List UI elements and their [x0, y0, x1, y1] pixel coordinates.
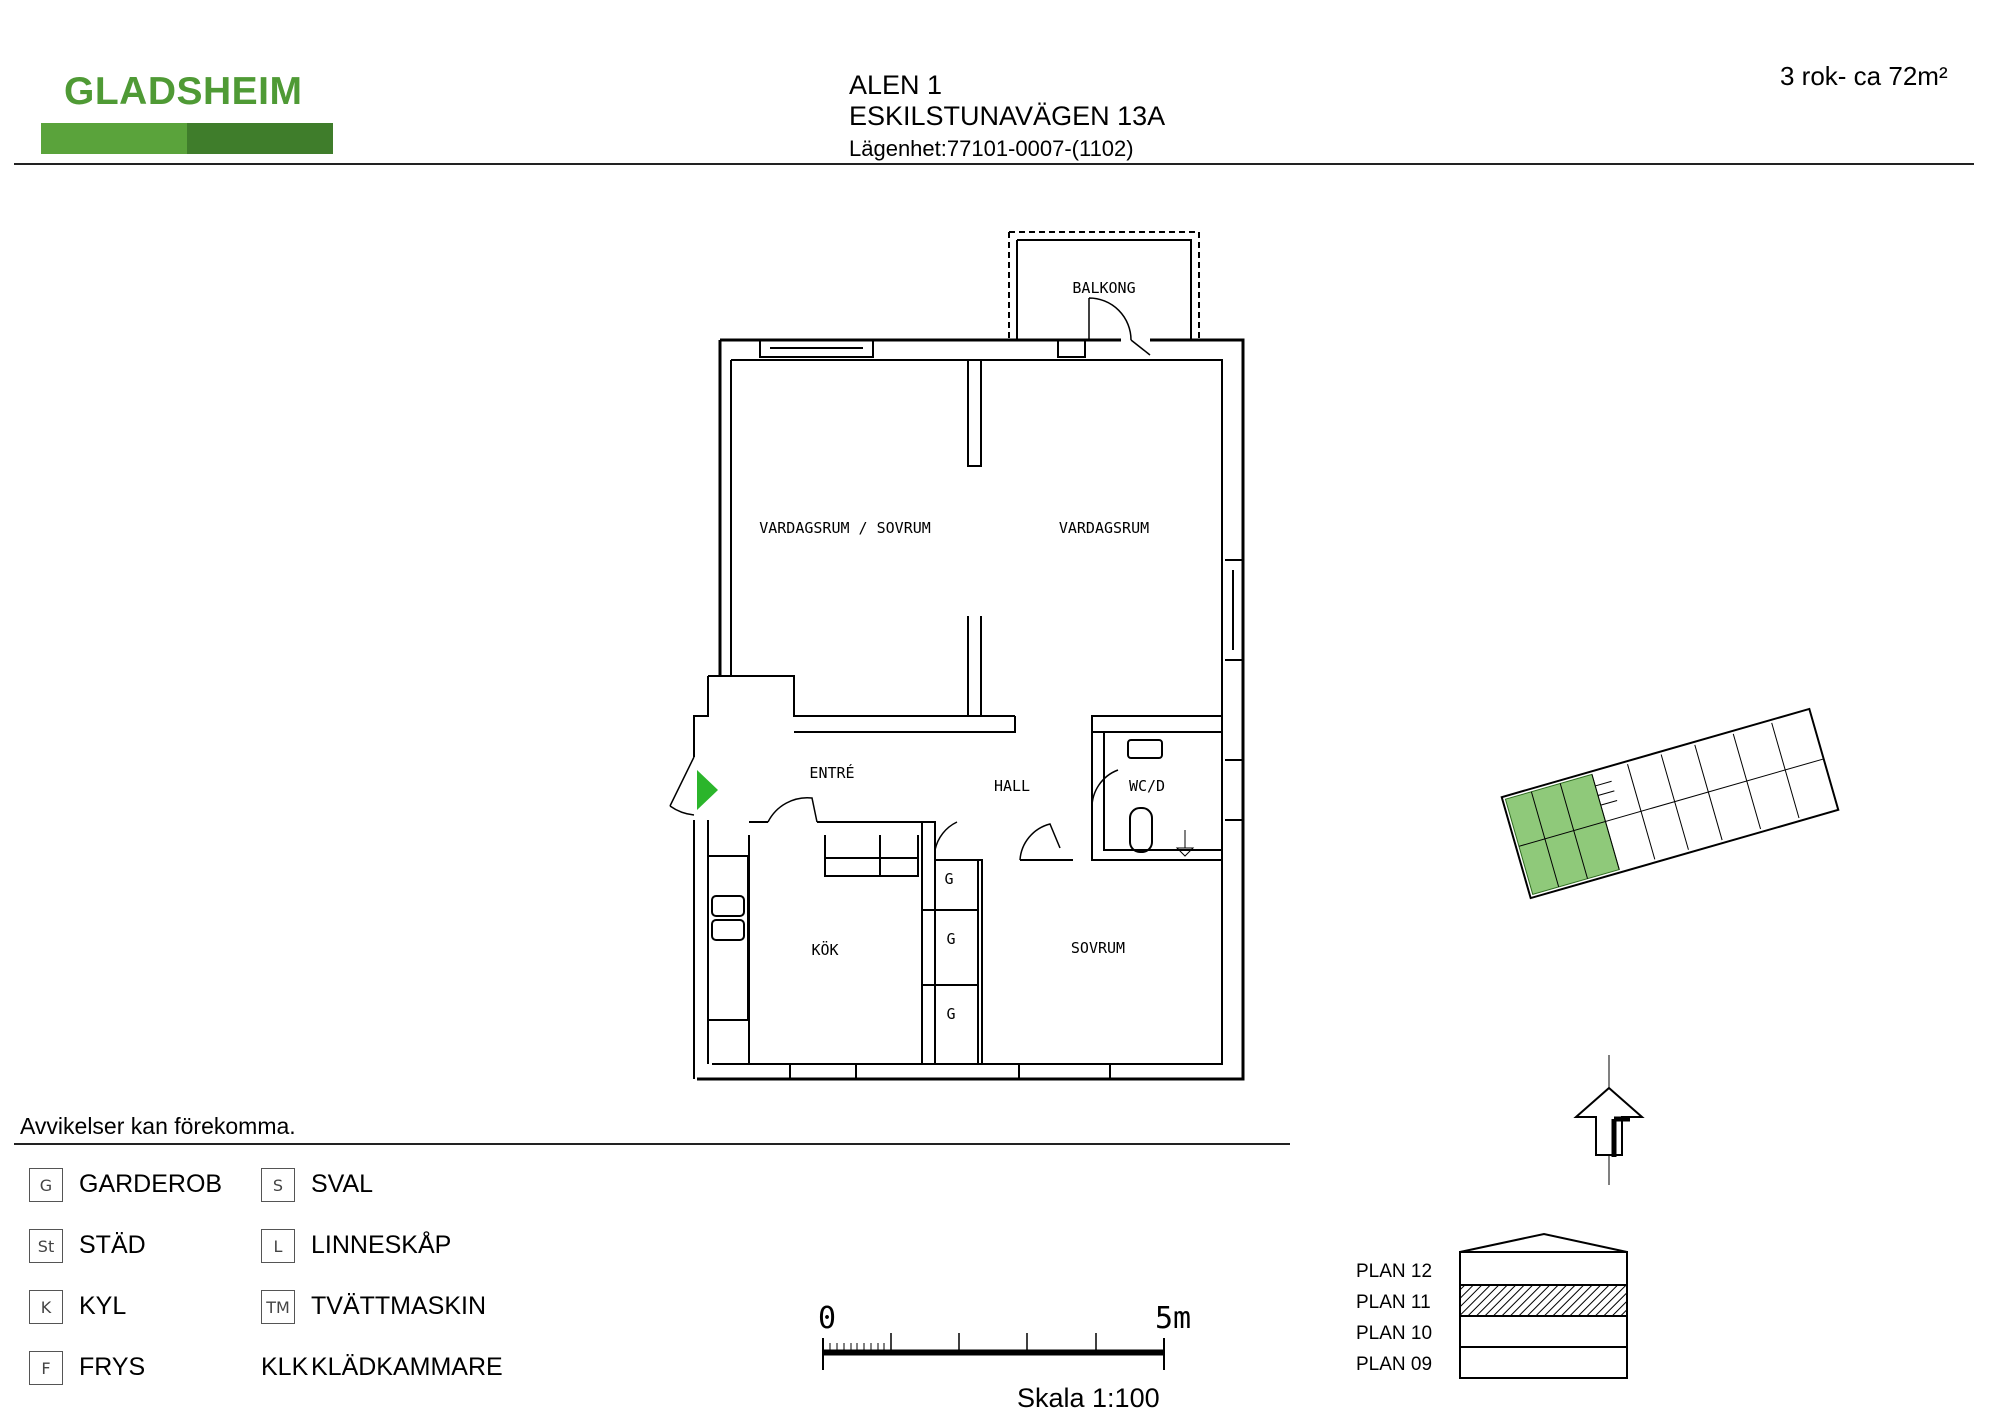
entrance-marker: [697, 770, 718, 810]
legend-code-box: L: [261, 1229, 295, 1263]
legend-code-box: G: [29, 1168, 63, 1202]
room-hall: HALL: [994, 777, 1030, 795]
room-entry: ENTRÉ: [809, 763, 854, 782]
wardrobe-marker: G: [946, 1005, 955, 1023]
room-balcony: BALKONG: [1072, 279, 1135, 297]
disclaimer-note: Avvikelser kan förekomma.: [20, 1113, 296, 1139]
legend-divider: [14, 1143, 1290, 1145]
scale-label: Skala 1:100: [1017, 1383, 1160, 1413]
room-wc: WC/D: [1129, 777, 1165, 795]
legend-code-box: S: [261, 1168, 295, 1202]
project-name: ALEN 1: [849, 70, 943, 100]
legend-code-plain: KLK: [261, 1353, 309, 1381]
floor-label-current: PLAN 11: [1356, 1292, 1431, 1313]
floor-label: PLAN 09: [1356, 1354, 1433, 1375]
floor-indicator: [1459, 1232, 1628, 1379]
apartment-size: 3 rok- ca 72m²: [1780, 61, 1948, 91]
legend-label: GARDEROB: [79, 1170, 223, 1198]
room-bedroom: SOVRUM: [1071, 939, 1125, 957]
scale-start: 0: [818, 1301, 836, 1336]
current-floor-block: [1459, 1284, 1628, 1317]
room-living: VARDAGSRUM: [1059, 519, 1149, 537]
legend-code-box: F: [29, 1351, 63, 1385]
legend-label: STÄD: [79, 1231, 146, 1259]
legend-code-box: St: [29, 1229, 63, 1263]
legend-label: SVAL: [311, 1170, 374, 1198]
floor-label: PLAN 10: [1356, 1323, 1433, 1344]
legend-label: LINNESKÅP: [311, 1231, 452, 1259]
building-key-plan: [1500, 707, 1840, 900]
legend-label: KYL: [79, 1292, 127, 1320]
wardrobe-marker: G: [946, 930, 955, 948]
wardrobe-marker: G: [944, 870, 953, 888]
brand-logo-bar: [41, 123, 333, 154]
legend-label: KLÄDKAMMARE: [311, 1353, 503, 1381]
street-address: ESKILSTUNAVÄGEN 13A: [849, 101, 1166, 131]
room-kitchen: KÖK: [811, 940, 838, 959]
header-divider: [14, 163, 1974, 165]
legend-label: TVÄTTMASKIN: [311, 1292, 487, 1320]
scale-bar: 0 5m: [818, 1301, 1191, 1370]
floor-label: PLAN 12: [1356, 1261, 1433, 1282]
north-arrow-icon: [1573, 1055, 1645, 1185]
room-living-bedroom: VARDAGSRUM / SOVRUM: [759, 519, 931, 537]
legend-code-box: K: [29, 1290, 63, 1324]
scale-end: 5m: [1155, 1301, 1191, 1336]
legend-label: FRYS: [79, 1353, 146, 1381]
legend-code-box: TM: [261, 1290, 295, 1324]
brand-logo-text: GLADSHEIM: [64, 70, 303, 113]
apartment-id: Lägenhet:77101-0007-(1102): [849, 136, 1134, 161]
